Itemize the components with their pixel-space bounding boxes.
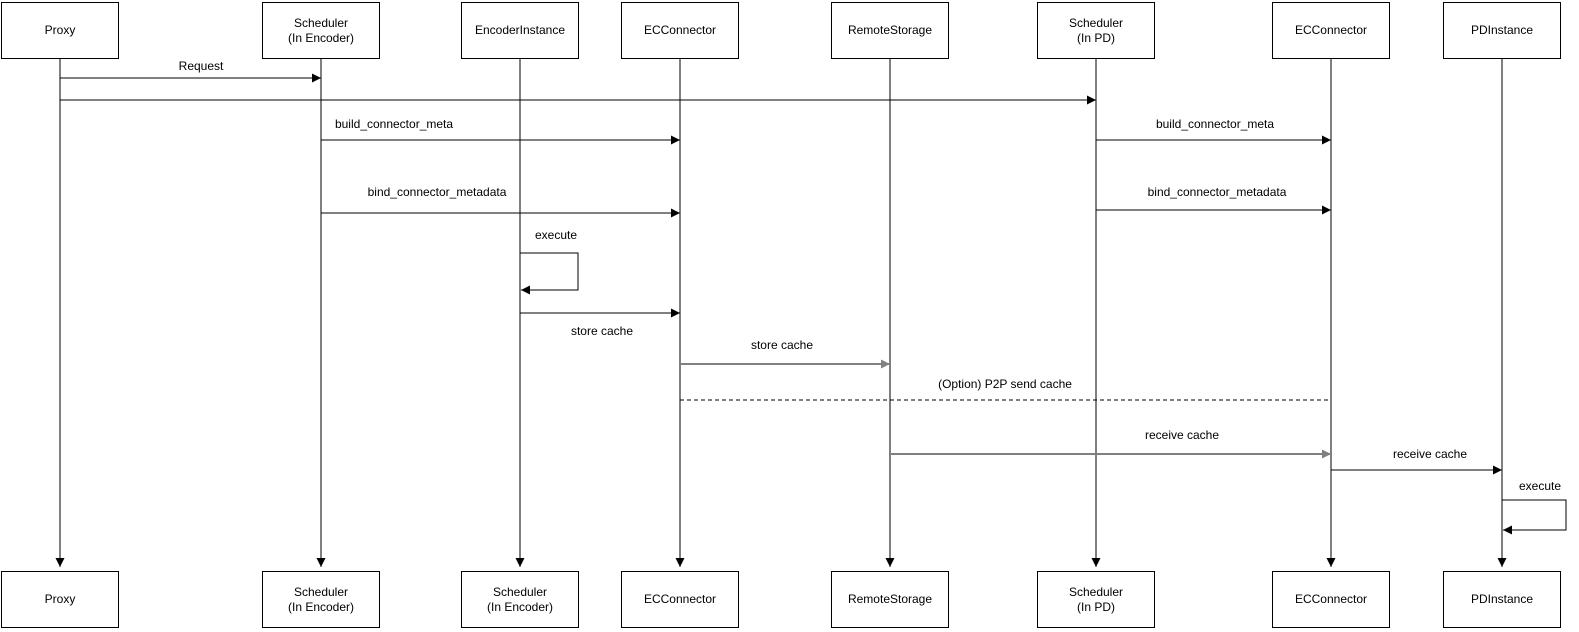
message-label-p2p-send-cache: (Option) P2P send cache [938,377,1072,391]
message-label-store-cache-remote: store cache [750,338,814,352]
participant-top-encoder-instance: EncoderInstance [461,2,579,59]
participant-bottom-remote-storage: RemoteStorage [831,571,949,628]
message-label-build-connector-meta-encoder: build_connector_meta [334,117,454,131]
participant-top-ec-connector-encoder: ECConnector [621,2,739,59]
self-message-execute-encoder [520,252,579,295]
self-message-label-execute-pd: execute [1518,479,1562,493]
message-label-store-cache-encoder: store cache [570,324,634,338]
participant-top-proxy: Proxy [1,2,119,59]
message-label-build-connector-meta-pd: build_connector_meta [1155,117,1275,131]
message-label-receive-cache-pd: receive cache [1392,447,1468,461]
participant-top-ec-connector-pd: ECConnector [1272,2,1390,59]
participant-bottom-scheduler-pd: Scheduler (In PD) [1037,571,1155,628]
participant-bottom-ec-connector-encoder: ECConnector [621,571,739,628]
participant-bottom-encoder-instance: Scheduler (In Encoder) [461,571,579,628]
message-label-bind-connector-metadata-encoder: bind_connector_metadata [367,185,507,199]
participant-top-pd-instance: PDInstance [1443,2,1561,59]
self-message-label-execute-encoder: execute [534,228,578,242]
participant-top-scheduler-pd: Scheduler (In PD) [1037,2,1155,59]
participant-bottom-proxy: Proxy [1,571,119,628]
participant-top-scheduler-encoder: Scheduler (In Encoder) [262,2,380,59]
message-label-request: Request [178,59,224,73]
message-label-receive-cache-ec: receive cache [1144,428,1220,442]
participant-bottom-pd-instance: PDInstance [1443,571,1561,628]
participant-top-remote-storage: RemoteStorage [831,2,949,59]
participant-bottom-ec-connector-pd: ECConnector [1272,571,1390,628]
self-message-execute-pd [1502,499,1567,535]
participant-bottom-scheduler-encoder: Scheduler (In Encoder) [262,571,380,628]
message-label-bind-connector-metadata-pd: bind_connector_metadata [1147,185,1287,199]
